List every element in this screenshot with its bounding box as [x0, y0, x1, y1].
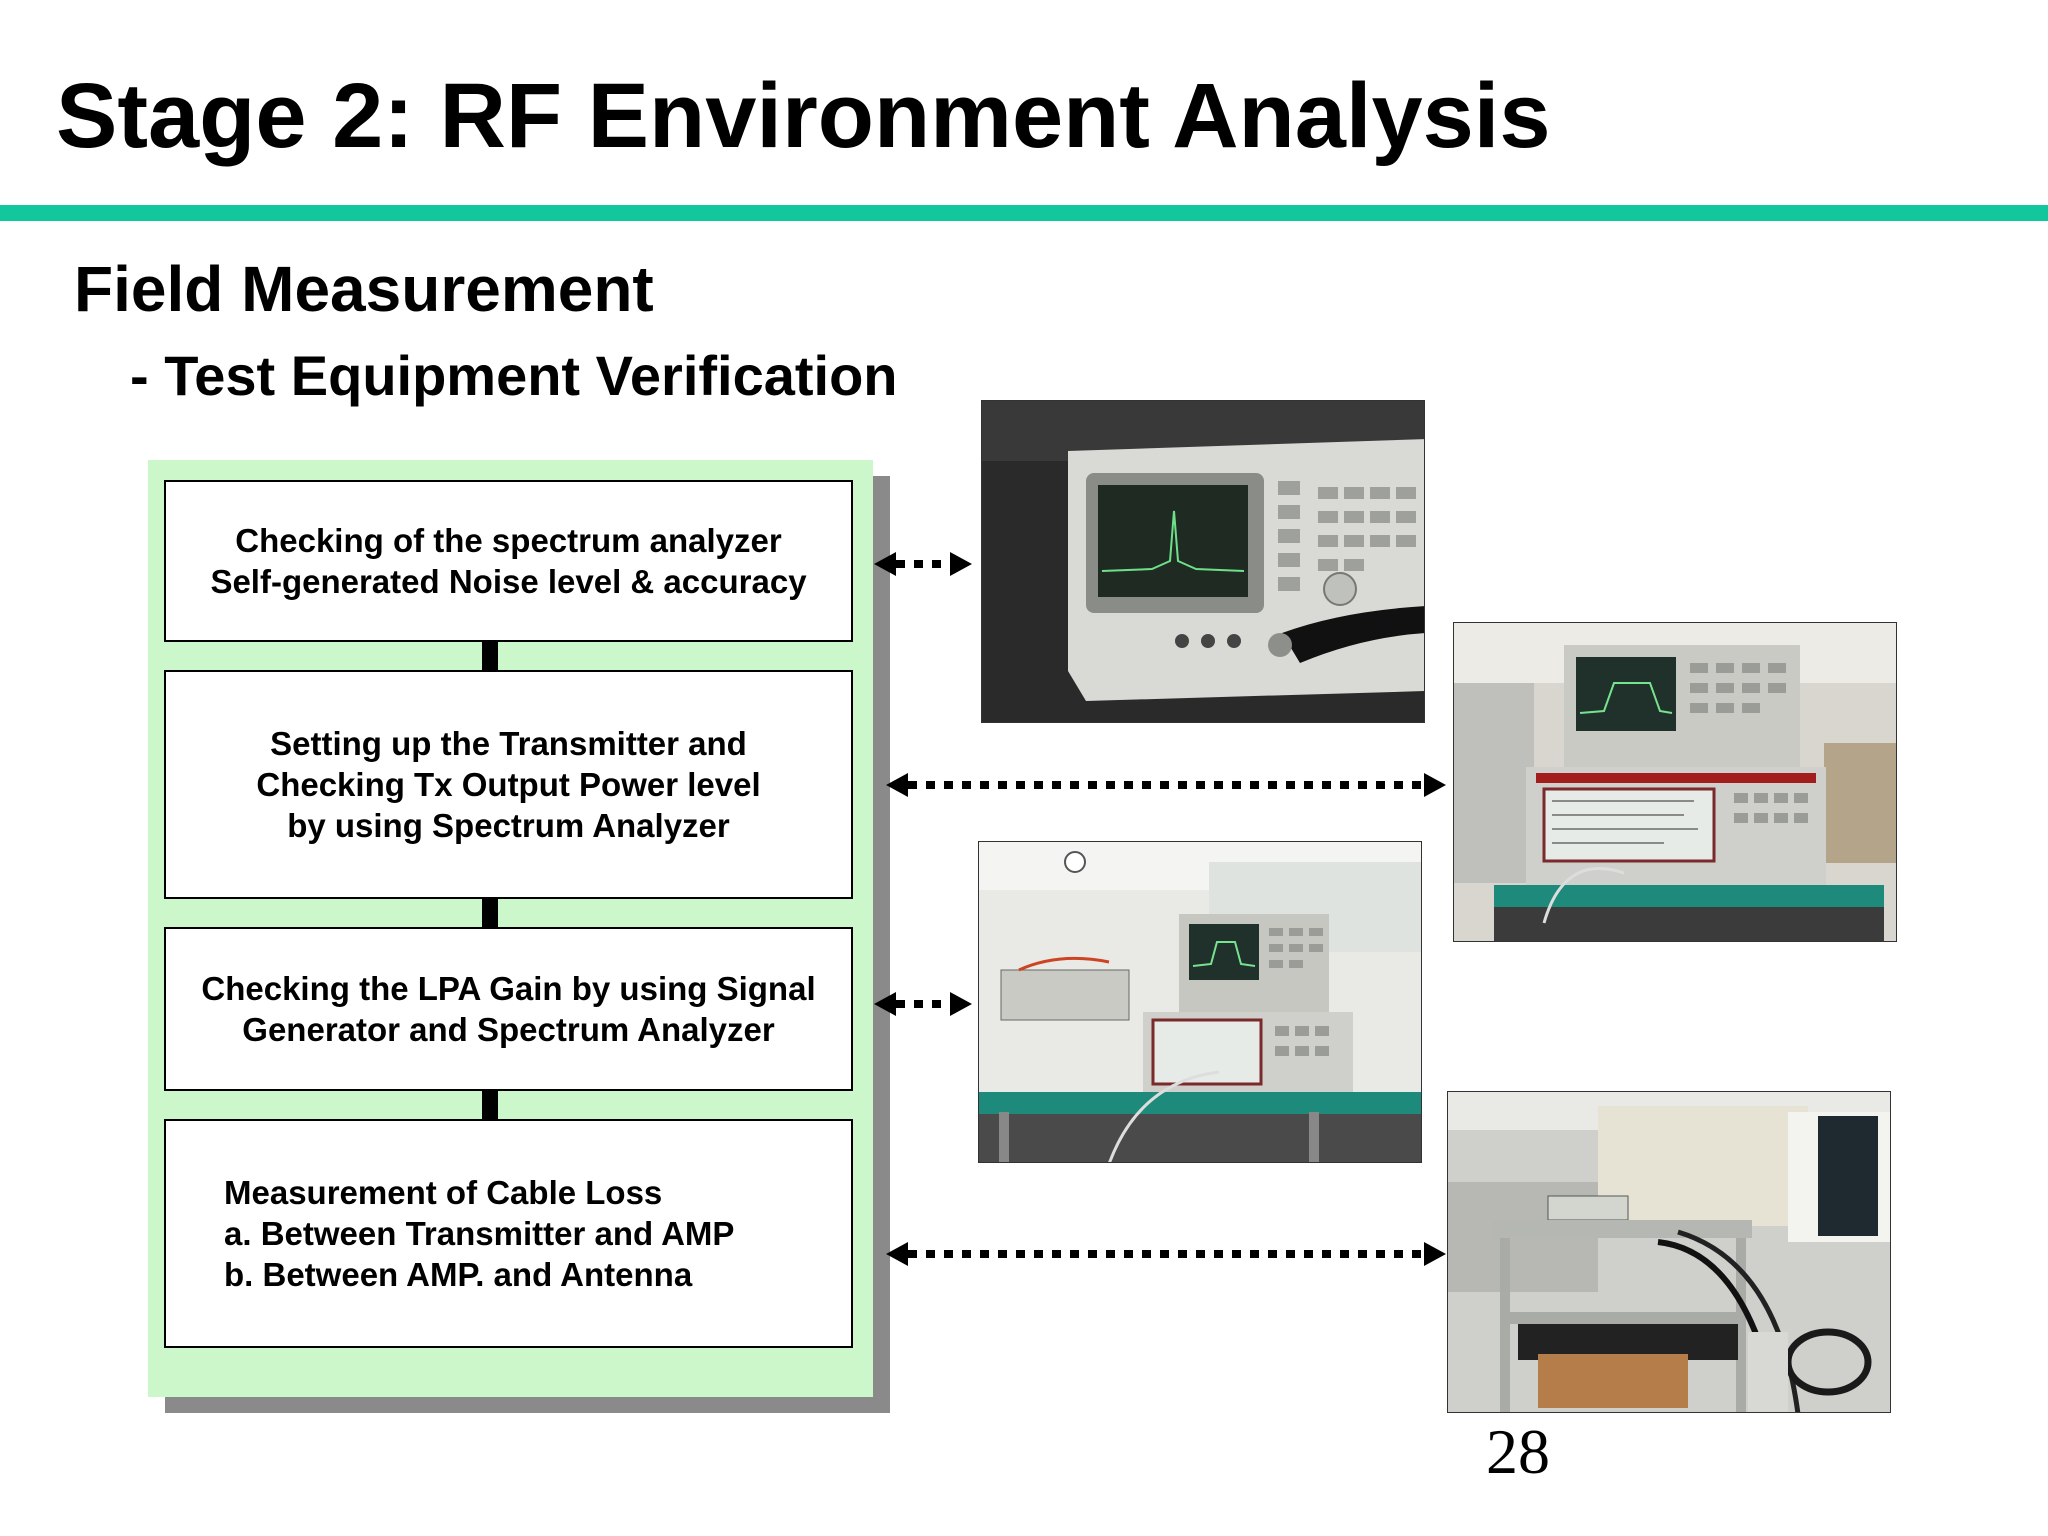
section-heading: Field Measurement: [74, 253, 654, 325]
photo-cable-loss-cart: [1447, 1091, 1891, 1413]
title-divider: [0, 205, 2048, 221]
page-number: 28: [1486, 1416, 1550, 1487]
step-box-tx-power: Setting up the Transmitter and Checking …: [164, 670, 853, 899]
step-text: Checking of the spectrum analyzer Self-g…: [210, 521, 807, 600]
step-box-spectrum-check: Checking of the spectrum analyzer Self-g…: [164, 480, 853, 642]
step-text: Setting up the Transmitter and Checking …: [256, 724, 761, 845]
double-arrow-icon: [886, 1242, 1446, 1266]
slide-title: Stage 2: RF Environment Analysis: [56, 65, 1551, 167]
photo-lpa-bench: [978, 841, 1422, 1163]
step-connector: [482, 640, 498, 672]
step-connector: [482, 1089, 498, 1121]
step-text: Checking the LPA Gain by using Signal Ge…: [201, 969, 816, 1048]
photo-tx-test-setup: [1453, 622, 1897, 942]
step-connector: [482, 897, 498, 929]
step-text: Measurement of Cable Loss a. Between Tra…: [224, 1173, 735, 1294]
section-subheading: - Test Equipment Verification: [130, 344, 898, 407]
photo-spectrum-analyzer: [981, 400, 1425, 723]
double-arrow-icon: [874, 552, 972, 576]
step-box-cable-loss: Measurement of Cable Loss a. Between Tra…: [164, 1119, 853, 1348]
step-box-lpa-gain: Checking the LPA Gain by using Signal Ge…: [164, 927, 853, 1091]
double-arrow-icon: [886, 773, 1446, 797]
double-arrow-icon: [874, 992, 972, 1016]
